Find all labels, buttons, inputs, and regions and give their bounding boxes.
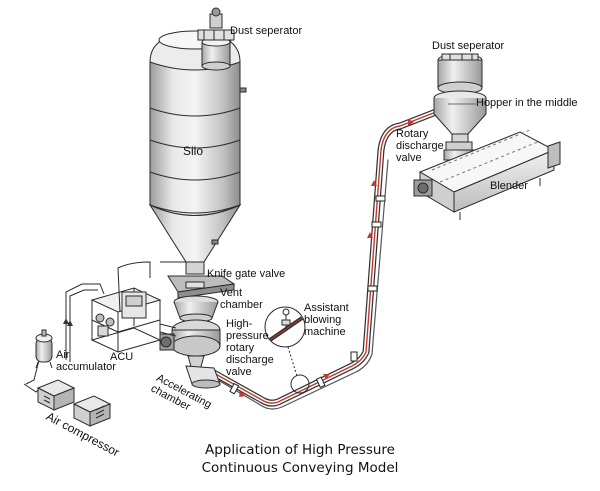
- air-compressor: [36, 379, 112, 427]
- flow-arrows: [239, 119, 414, 397]
- dust-separator-right: [437, 53, 483, 95]
- high-pressure-rotary-valve: [159, 319, 221, 371]
- label-vent-chamber: Vent chamber: [220, 287, 263, 311]
- assistant-blowing-machine: [264, 306, 310, 394]
- label-knife-gate-valve: Knife gate valve: [207, 268, 286, 280]
- knife-gate-valve: [167, 275, 236, 299]
- label-dust-separator-top: Dust seperator: [230, 25, 303, 37]
- label-acu: ACU: [110, 351, 134, 363]
- label-blender: Blender: [490, 180, 528, 192]
- air-accumulator: [35, 329, 53, 369]
- air-arrows: [63, 318, 73, 326]
- label-high-pressure-valve: High- pressure rotary discharge valve: [226, 318, 274, 378]
- label-assistant-blowing-machine: Assistant blowing machine: [304, 302, 349, 338]
- vent-chamber: [173, 295, 219, 323]
- label-rotary-discharge-valve: Rotary discharge valve: [396, 128, 444, 164]
- blender: [413, 129, 561, 220]
- label-hopper: Hopper in the middle: [476, 97, 578, 109]
- hopper-middle: [433, 90, 487, 143]
- label-dust-separator-right: Dust seperator: [432, 40, 505, 52]
- label-air-accumulator: Air accumulator: [56, 349, 116, 373]
- caption-line-2: Continuous Conveying Model: [201, 460, 399, 476]
- caption-line-1: Application of High Pressure: [205, 442, 395, 458]
- label-silo: Silo: [183, 144, 204, 158]
- pipe-couplings: [229, 195, 386, 395]
- accelerating-chamber: [185, 365, 221, 389]
- leader-lines: [444, 103, 476, 151]
- acu-unit: [90, 287, 177, 353]
- dust-separator-top: [197, 7, 235, 71]
- conveying-pipeline: [208, 108, 440, 410]
